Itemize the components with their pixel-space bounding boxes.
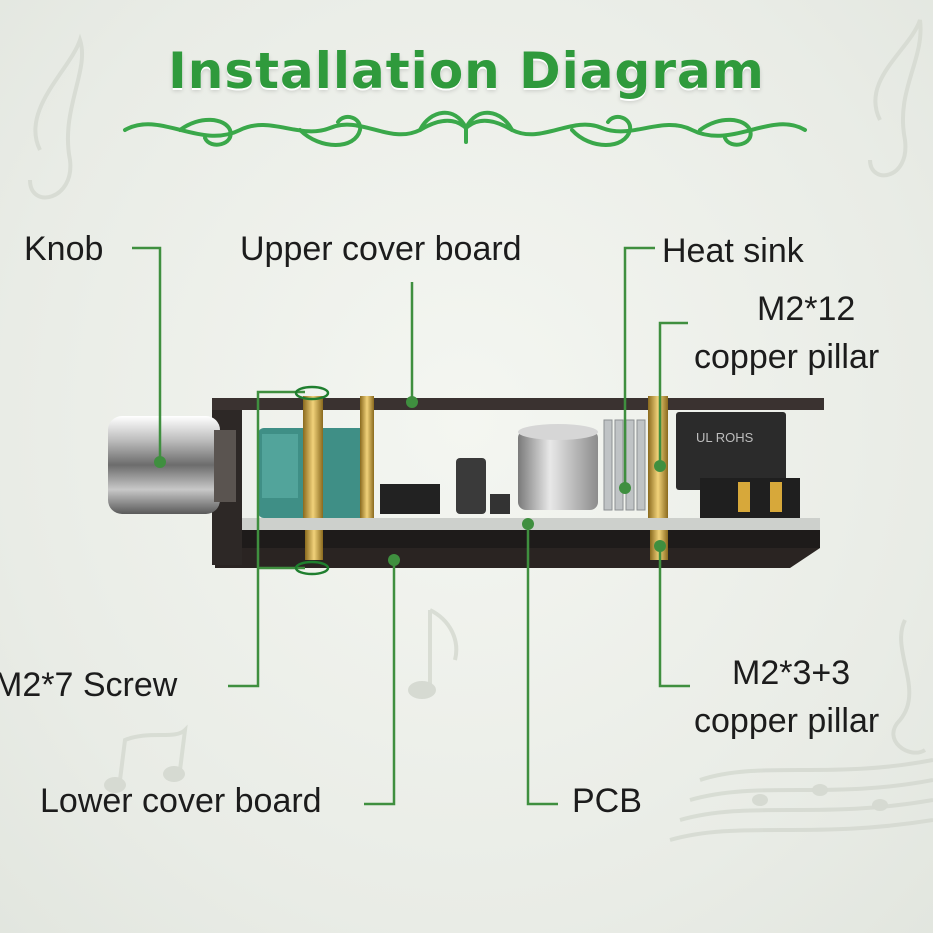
treble-clef-icon-bottom (891, 619, 927, 755)
treble-clef-icon-right (868, 19, 923, 178)
page-title: Installation Diagram (168, 42, 765, 100)
leader-m2-12 (658, 321, 688, 466)
m2-12-copper-pillar-right (648, 396, 668, 518)
chip (380, 484, 440, 514)
m2-3-3-copper-pillar-left (305, 530, 323, 560)
label-pcb: PCB (572, 782, 642, 820)
label-heat-sink: Heat sink (662, 232, 804, 270)
m2-12-copper-pillar-left (303, 396, 323, 518)
label-m2-3-3: M2*3+3 (732, 654, 851, 692)
leader-knob (132, 246, 162, 462)
lower-cover-board (215, 548, 820, 568)
staff-lines-icon (669, 758, 933, 842)
label-lower-cover-board: Lower cover board (40, 782, 322, 820)
leader-m2-7-upper (228, 390, 305, 688)
leader-lower-cover (364, 560, 396, 806)
relay-text: UL ROHS (696, 430, 754, 445)
treble-clef-icon-left (28, 33, 85, 200)
leader-pcb (526, 524, 558, 806)
leader-m2-3-3 (658, 546, 690, 688)
large-capacitor (518, 430, 598, 510)
label-m2-12-copper-pillar: copper pillar (694, 338, 880, 376)
relay (676, 412, 786, 490)
label-knob: Knob (24, 230, 104, 268)
music-note-icon-left (118, 724, 188, 781)
small-capacitor (456, 458, 486, 514)
music-note-icon-mid (428, 608, 459, 690)
heat-sink (603, 419, 646, 511)
label-upper-cover-board: Upper cover board (240, 230, 522, 268)
leader-heat-sink (623, 246, 655, 488)
label-m2-3-3-copper-pillar: copper pillar (694, 702, 880, 740)
label-m2-7-screw: M2*7 Screw (0, 666, 178, 704)
label-m2-12: M2*12 (757, 290, 856, 328)
